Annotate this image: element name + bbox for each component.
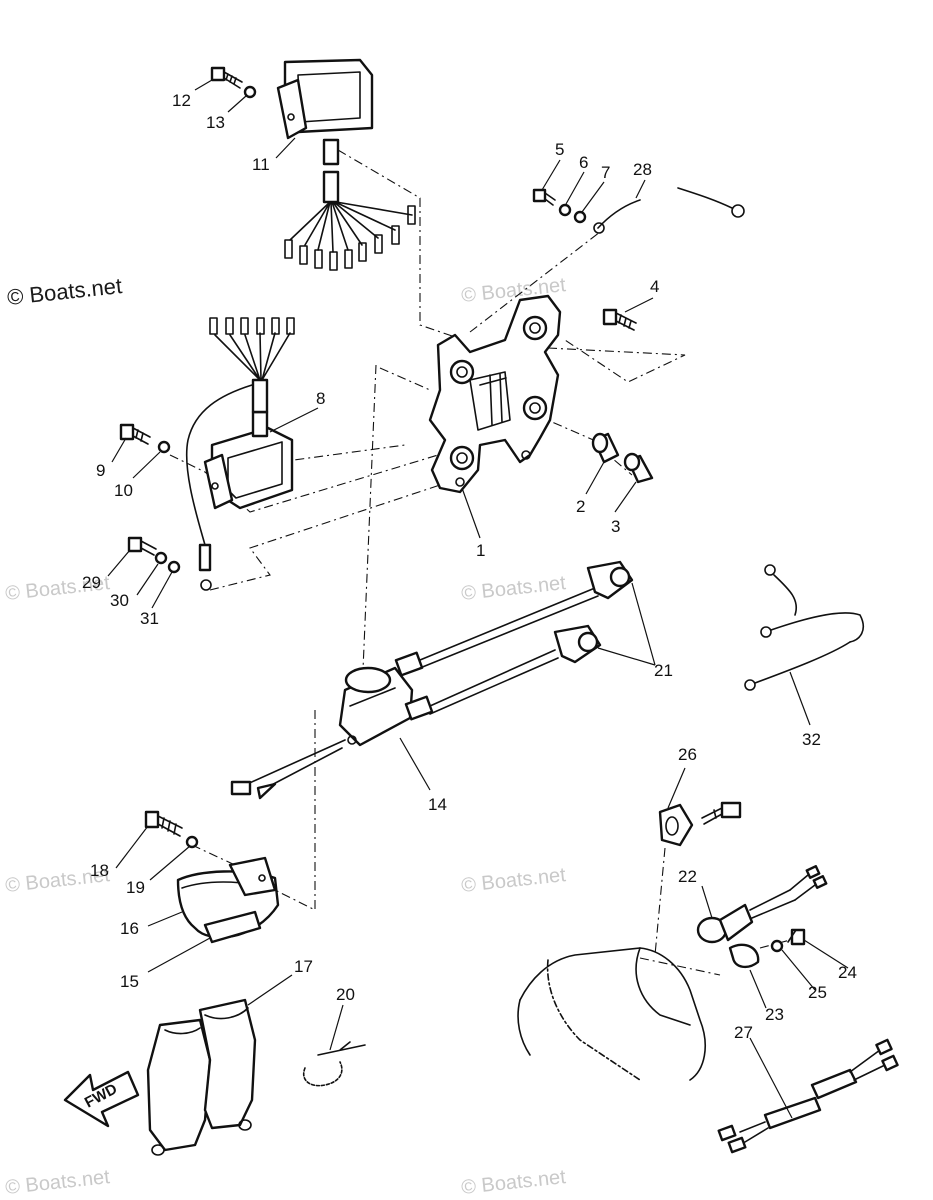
bolt-12 [210,66,243,89]
callout-6: 6 [579,153,588,172]
callouts: 12 13 11 5 6 7 28 4 8 9 10 29 30 31 1 2 … [82,91,857,1042]
callout-10: 10 [114,481,133,500]
bracket-26 [658,801,742,847]
callout-24: 24 [838,963,857,982]
bolt-24 [787,928,806,946]
washer-31 [167,560,181,574]
washer-6 [558,203,572,217]
cover-17 [146,998,257,1156]
callout-26: 26 [678,745,697,764]
clip-23 [728,943,760,969]
callout-20: 20 [336,985,355,1004]
watermark: © Boats.net [4,1166,111,1199]
callout-7: 7 [601,163,610,182]
cable-tie-20 [303,1041,366,1087]
callout-23: 23 [765,1005,784,1024]
ground-leads-32 [744,564,865,691]
washer-7 [573,210,587,224]
bolt-9 [119,423,151,445]
engine-block-outline [517,947,706,1081]
callout-4: 4 [650,277,659,296]
callout-3: 3 [611,517,620,536]
callout-5: 5 [555,140,564,159]
bolt-18 [144,810,183,837]
callout-1: 1 [476,541,485,560]
watermark: © Boats.net [460,864,567,897]
callout-22: 22 [678,867,697,886]
leader-lines [107,79,849,1119]
callout-19: 19 [126,878,145,897]
callout-2: 2 [576,497,585,516]
watermark: © Boats.net [460,572,567,605]
bolt-5 [532,188,556,206]
washer-19 [185,835,199,849]
cdi-unit-11 [276,58,416,271]
bracket-1 [428,294,562,494]
callout-16: 16 [120,919,139,938]
clamp-plate-15 [203,910,262,944]
grommet-2 [591,432,620,464]
callout-32: 32 [802,730,821,749]
callout-15: 15 [120,972,139,991]
callout-17: 17 [294,957,313,976]
callout-28: 28 [633,160,652,179]
forward-direction-arrow: FWD [63,1070,140,1128]
watermarks: © Boats.net © Boats.net © Boats.net © Bo… [4,273,567,1199]
callout-29: 29 [82,573,101,592]
callout-18: 18 [90,861,109,880]
assembly-lines [169,149,791,976]
callout-21: 21 [654,661,673,680]
callout-14: 14 [428,795,447,814]
callout-25: 25 [808,983,827,1002]
callout-30: 30 [110,591,129,610]
coil-unit-8 [185,317,295,591]
callout-31: 31 [140,609,159,628]
washer-25 [770,939,784,953]
callout-11: 11 [252,155,270,174]
bolt-4 [602,308,637,331]
callout-12: 12 [172,91,191,110]
ground-lead-28 [593,187,745,234]
lead-27 [717,1038,899,1154]
watermark: © Boats.net [460,1166,567,1199]
callout-8: 8 [316,389,325,408]
callout-13: 13 [206,113,225,132]
callout-27: 27 [734,1023,753,1042]
watermark-main: © Boats.net [6,273,123,310]
ignition-coil-14 [230,560,634,800]
washer-10 [157,440,171,454]
sensor-22 [696,865,828,944]
washer-13 [243,85,257,99]
bolt-29 [127,536,157,556]
collar-3 [623,452,654,484]
callout-9: 9 [96,461,105,480]
washer-30 [154,551,168,565]
